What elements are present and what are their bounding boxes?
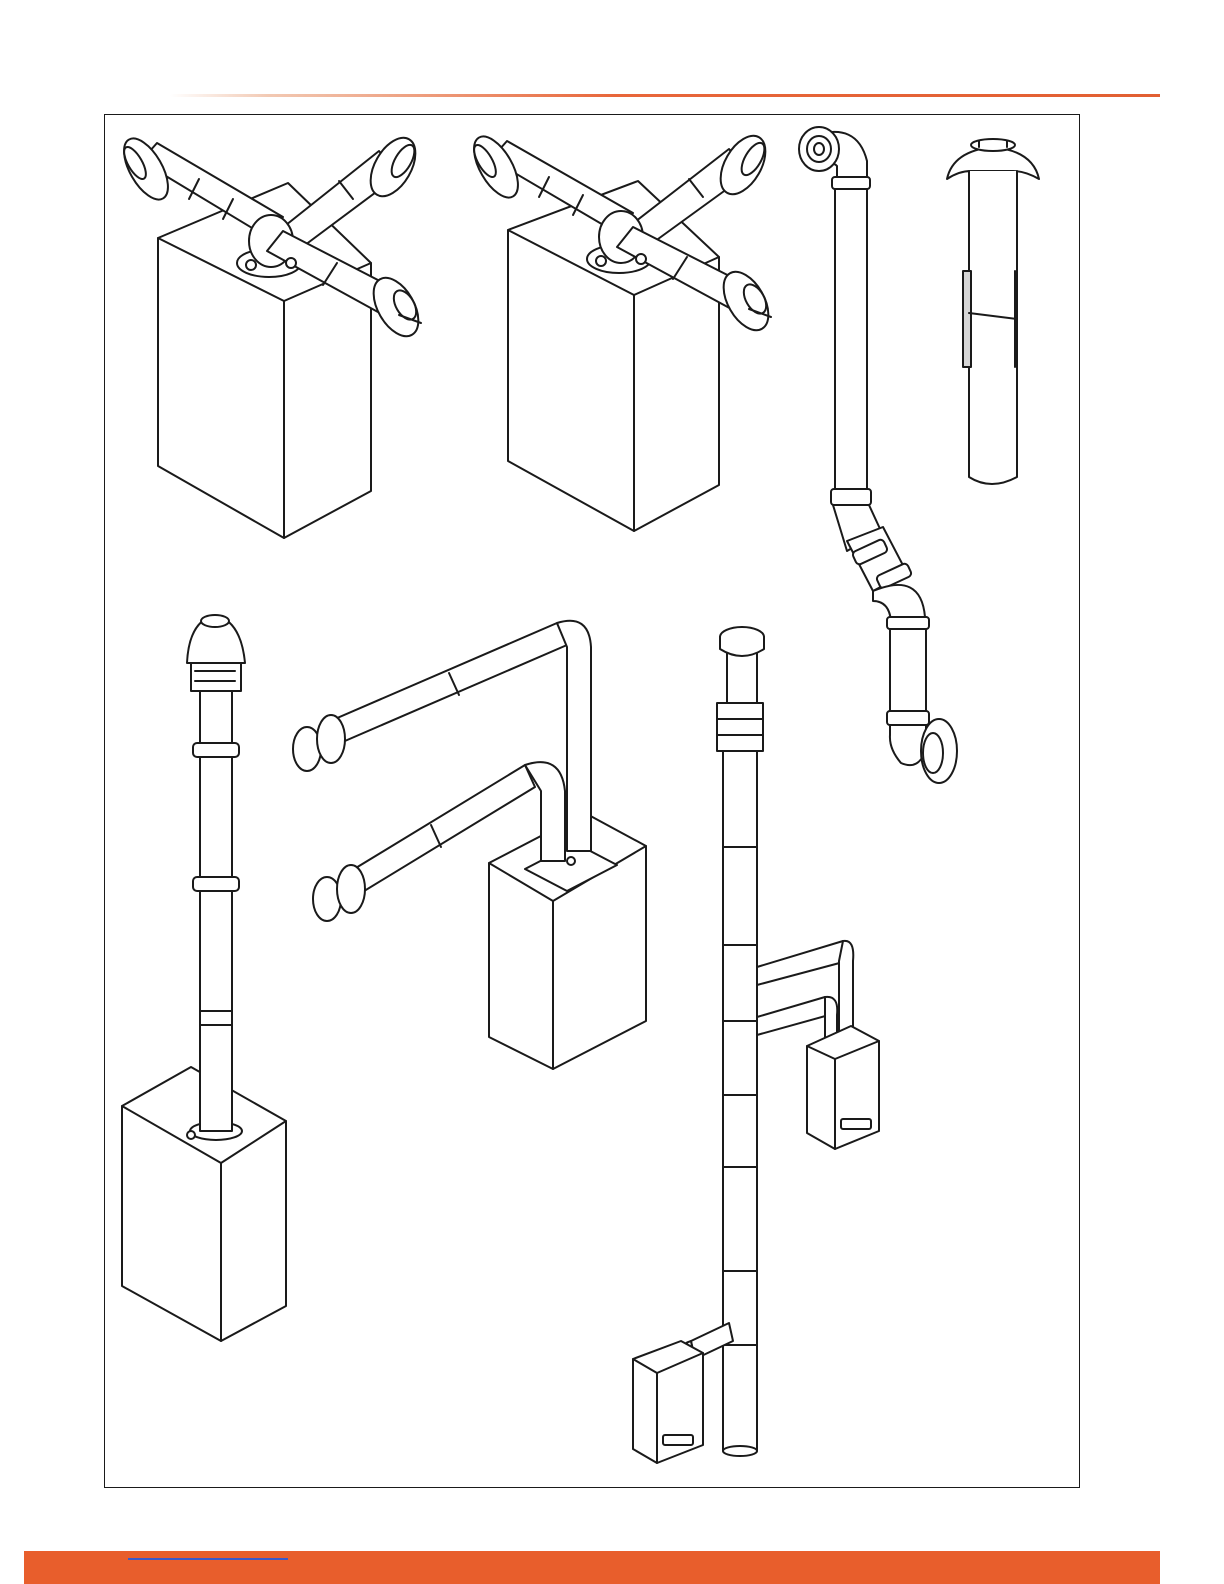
offset-flue-with-elbows — [799, 127, 957, 783]
illustration-panel — [104, 114, 1080, 1488]
twin-pipe-flue-system — [293, 621, 646, 1069]
header-accent-rule — [170, 94, 1160, 97]
vertical-flue-terminal — [947, 139, 1039, 484]
horizontal-concentric-flue-kit-a — [115, 130, 427, 538]
footer-link-underline[interactable] — [128, 1558, 288, 1560]
multi-boiler-common-flue — [633, 627, 879, 1463]
vertical-flue-on-boiler — [122, 615, 286, 1341]
horizontal-concentric-flue-kit-b — [465, 128, 777, 531]
footer-bar — [24, 1551, 1160, 1584]
